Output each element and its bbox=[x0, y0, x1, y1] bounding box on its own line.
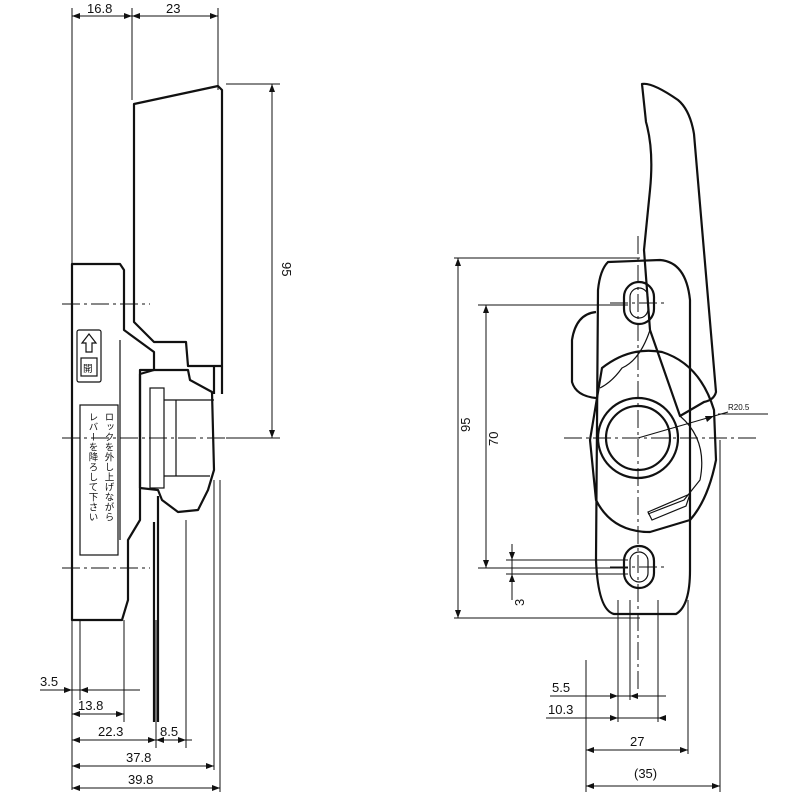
dim-22-3: 22.3 bbox=[98, 724, 123, 739]
warning-label-box bbox=[79, 404, 119, 556]
dim-10-3: 10.3 bbox=[548, 702, 573, 717]
dim-r20-5: R20.5 bbox=[728, 403, 750, 412]
dim-39-8: 39.8 bbox=[128, 772, 153, 787]
dim-27: 27 bbox=[630, 734, 644, 749]
open-label: 開 bbox=[83, 364, 93, 375]
dim-95-front: 95 bbox=[458, 418, 473, 432]
dim-95-side: 95 bbox=[279, 262, 294, 276]
up-arrow-icon bbox=[80, 333, 98, 353]
cam-body bbox=[138, 368, 216, 514]
dim-37-8: 37.8 bbox=[126, 750, 151, 765]
front-base-plate bbox=[594, 258, 692, 616]
dim-70: 70 bbox=[486, 432, 501, 446]
dim-3-5: 3.5 bbox=[40, 674, 58, 689]
warning-text-col2: レバーを降ろして下さい bbox=[87, 412, 99, 522]
dim-5-5: 5.5 bbox=[552, 680, 570, 695]
lock-knob bbox=[570, 310, 597, 400]
open-indicator-box bbox=[76, 329, 102, 383]
dim-13-8: 13.8 bbox=[78, 698, 103, 713]
front-lever bbox=[640, 82, 718, 418]
side-view: 16.8 23 開 ロックを外し上げながら レバーを降ろして下さい bbox=[40, 1, 294, 792]
dim-8-5: 8.5 bbox=[160, 724, 178, 739]
lever-handle bbox=[132, 84, 224, 368]
warning-text-col1: ロックを外し上げながら bbox=[103, 412, 115, 522]
dim-16-8: 16.8 bbox=[87, 1, 112, 16]
front-view: R20.5 95 70 3 5.5 bbox=[454, 82, 768, 792]
dim-23: 23 bbox=[166, 1, 180, 16]
dim-35: (35) bbox=[634, 766, 657, 781]
dim-3: 3 bbox=[512, 599, 527, 606]
rosette bbox=[588, 349, 718, 534]
